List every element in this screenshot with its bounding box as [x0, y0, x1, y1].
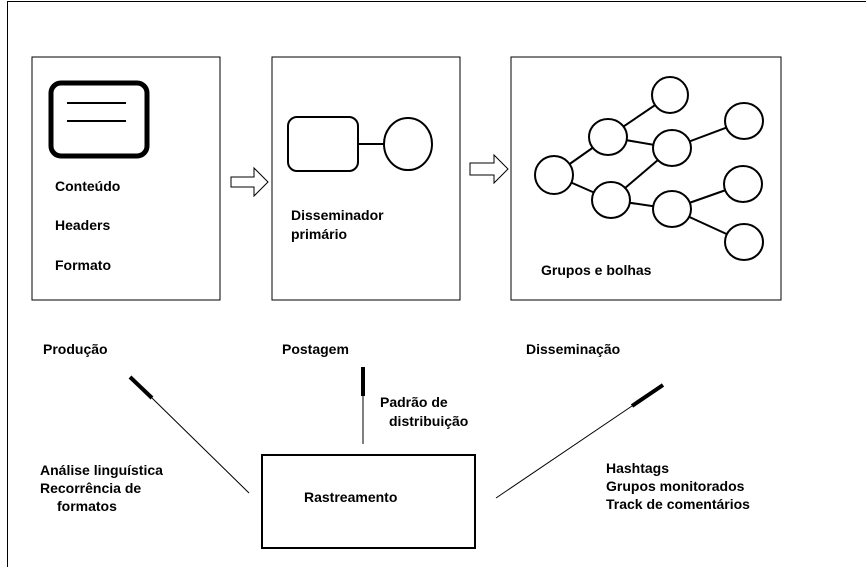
network-node — [652, 129, 692, 167]
stage-title-posting: Postagem — [282, 341, 349, 357]
method-production-line3: formatos — [57, 498, 117, 514]
headers-label: Headers — [55, 217, 111, 233]
network-node — [534, 155, 574, 195]
method-dissemination-line2: Grupos monitorados — [606, 478, 745, 494]
network-graph — [534, 76, 764, 261]
arrow-right-icon — [230, 166, 269, 198]
method-dissemination-line3: Track de comentários — [606, 496, 750, 512]
network-node — [651, 76, 689, 114]
groups-bubbles-label: Grupos e bolhas — [541, 262, 652, 278]
network-node — [652, 190, 692, 228]
diagram-frame — [7, 1, 866, 567]
tracking-label: Rastreamento — [304, 489, 398, 505]
network-node — [723, 165, 763, 203]
posting-box — [271, 56, 461, 301]
connector-production — [128, 375, 250, 494]
disseminator-node-icon — [287, 116, 433, 172]
production-box — [31, 56, 221, 301]
method-dissemination-line1: Hashtags — [606, 460, 670, 476]
network-node — [591, 181, 631, 219]
network-node — [724, 223, 764, 261]
content-label: Conteúdo — [55, 178, 121, 194]
arrow-right-icon — [469, 153, 509, 185]
format-label: Formato — [55, 257, 111, 273]
primary-disseminator-label-line2: primário — [291, 226, 348, 242]
network-node — [588, 118, 628, 156]
tracking-box — [261, 454, 476, 549]
connector-dissemination — [495, 383, 665, 499]
method-posting-line1: Padrão de — [380, 394, 448, 410]
stage-title-production: Produção — [43, 341, 108, 357]
dissemination-box — [510, 56, 782, 301]
method-posting-line2: distribuição — [389, 413, 469, 429]
method-production-line2: Recorrência de — [40, 480, 142, 496]
stage-title-dissemination: Disseminação — [526, 341, 621, 357]
method-production-line1: Análise linguística — [40, 462, 163, 478]
primary-disseminator-label-line1: Disseminador — [291, 207, 384, 223]
network-node — [724, 102, 764, 140]
document-icon — [48, 80, 150, 159]
